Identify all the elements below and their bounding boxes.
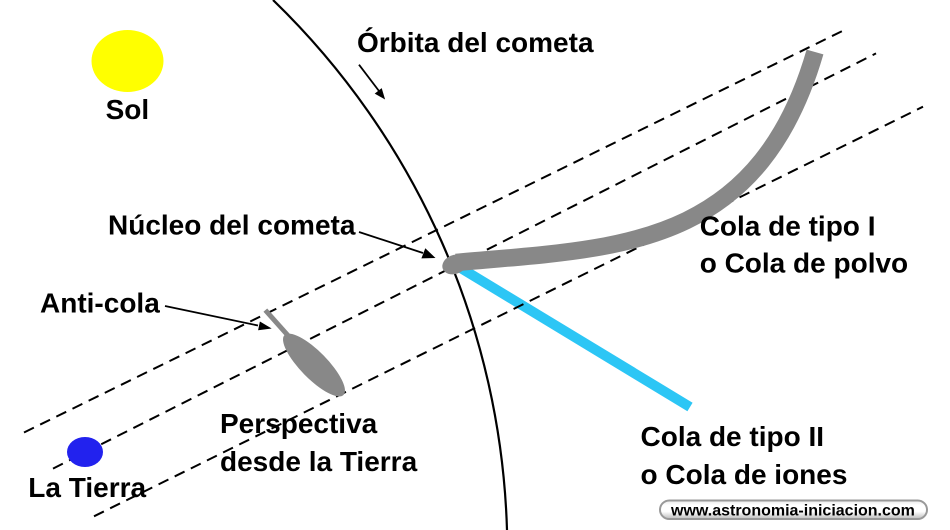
svg-text:Anti-cola: Anti-cola (40, 288, 160, 319)
svg-text:La Tierra: La Tierra (28, 472, 146, 503)
svg-text:Sol: Sol (106, 94, 150, 125)
svg-text:o Cola de polvo: o Cola de polvo (700, 247, 908, 278)
svg-text:Núcleo del cometa: Núcleo del cometa (108, 210, 356, 241)
svg-text:www.astronomia-iniciacion.com: www.astronomia-iniciacion.com (670, 502, 915, 519)
svg-text:Órbita del cometa: Órbita del cometa (357, 27, 594, 58)
svg-text:Cola de tipo I: Cola de tipo I (700, 210, 876, 241)
svg-text:o Cola de iones: o Cola de iones (641, 459, 848, 490)
svg-text:Perspectiva: Perspectiva (220, 408, 378, 439)
svg-text:desde la Tierra: desde la Tierra (220, 446, 418, 477)
svg-text:Cola de tipo II: Cola de tipo II (641, 421, 825, 452)
